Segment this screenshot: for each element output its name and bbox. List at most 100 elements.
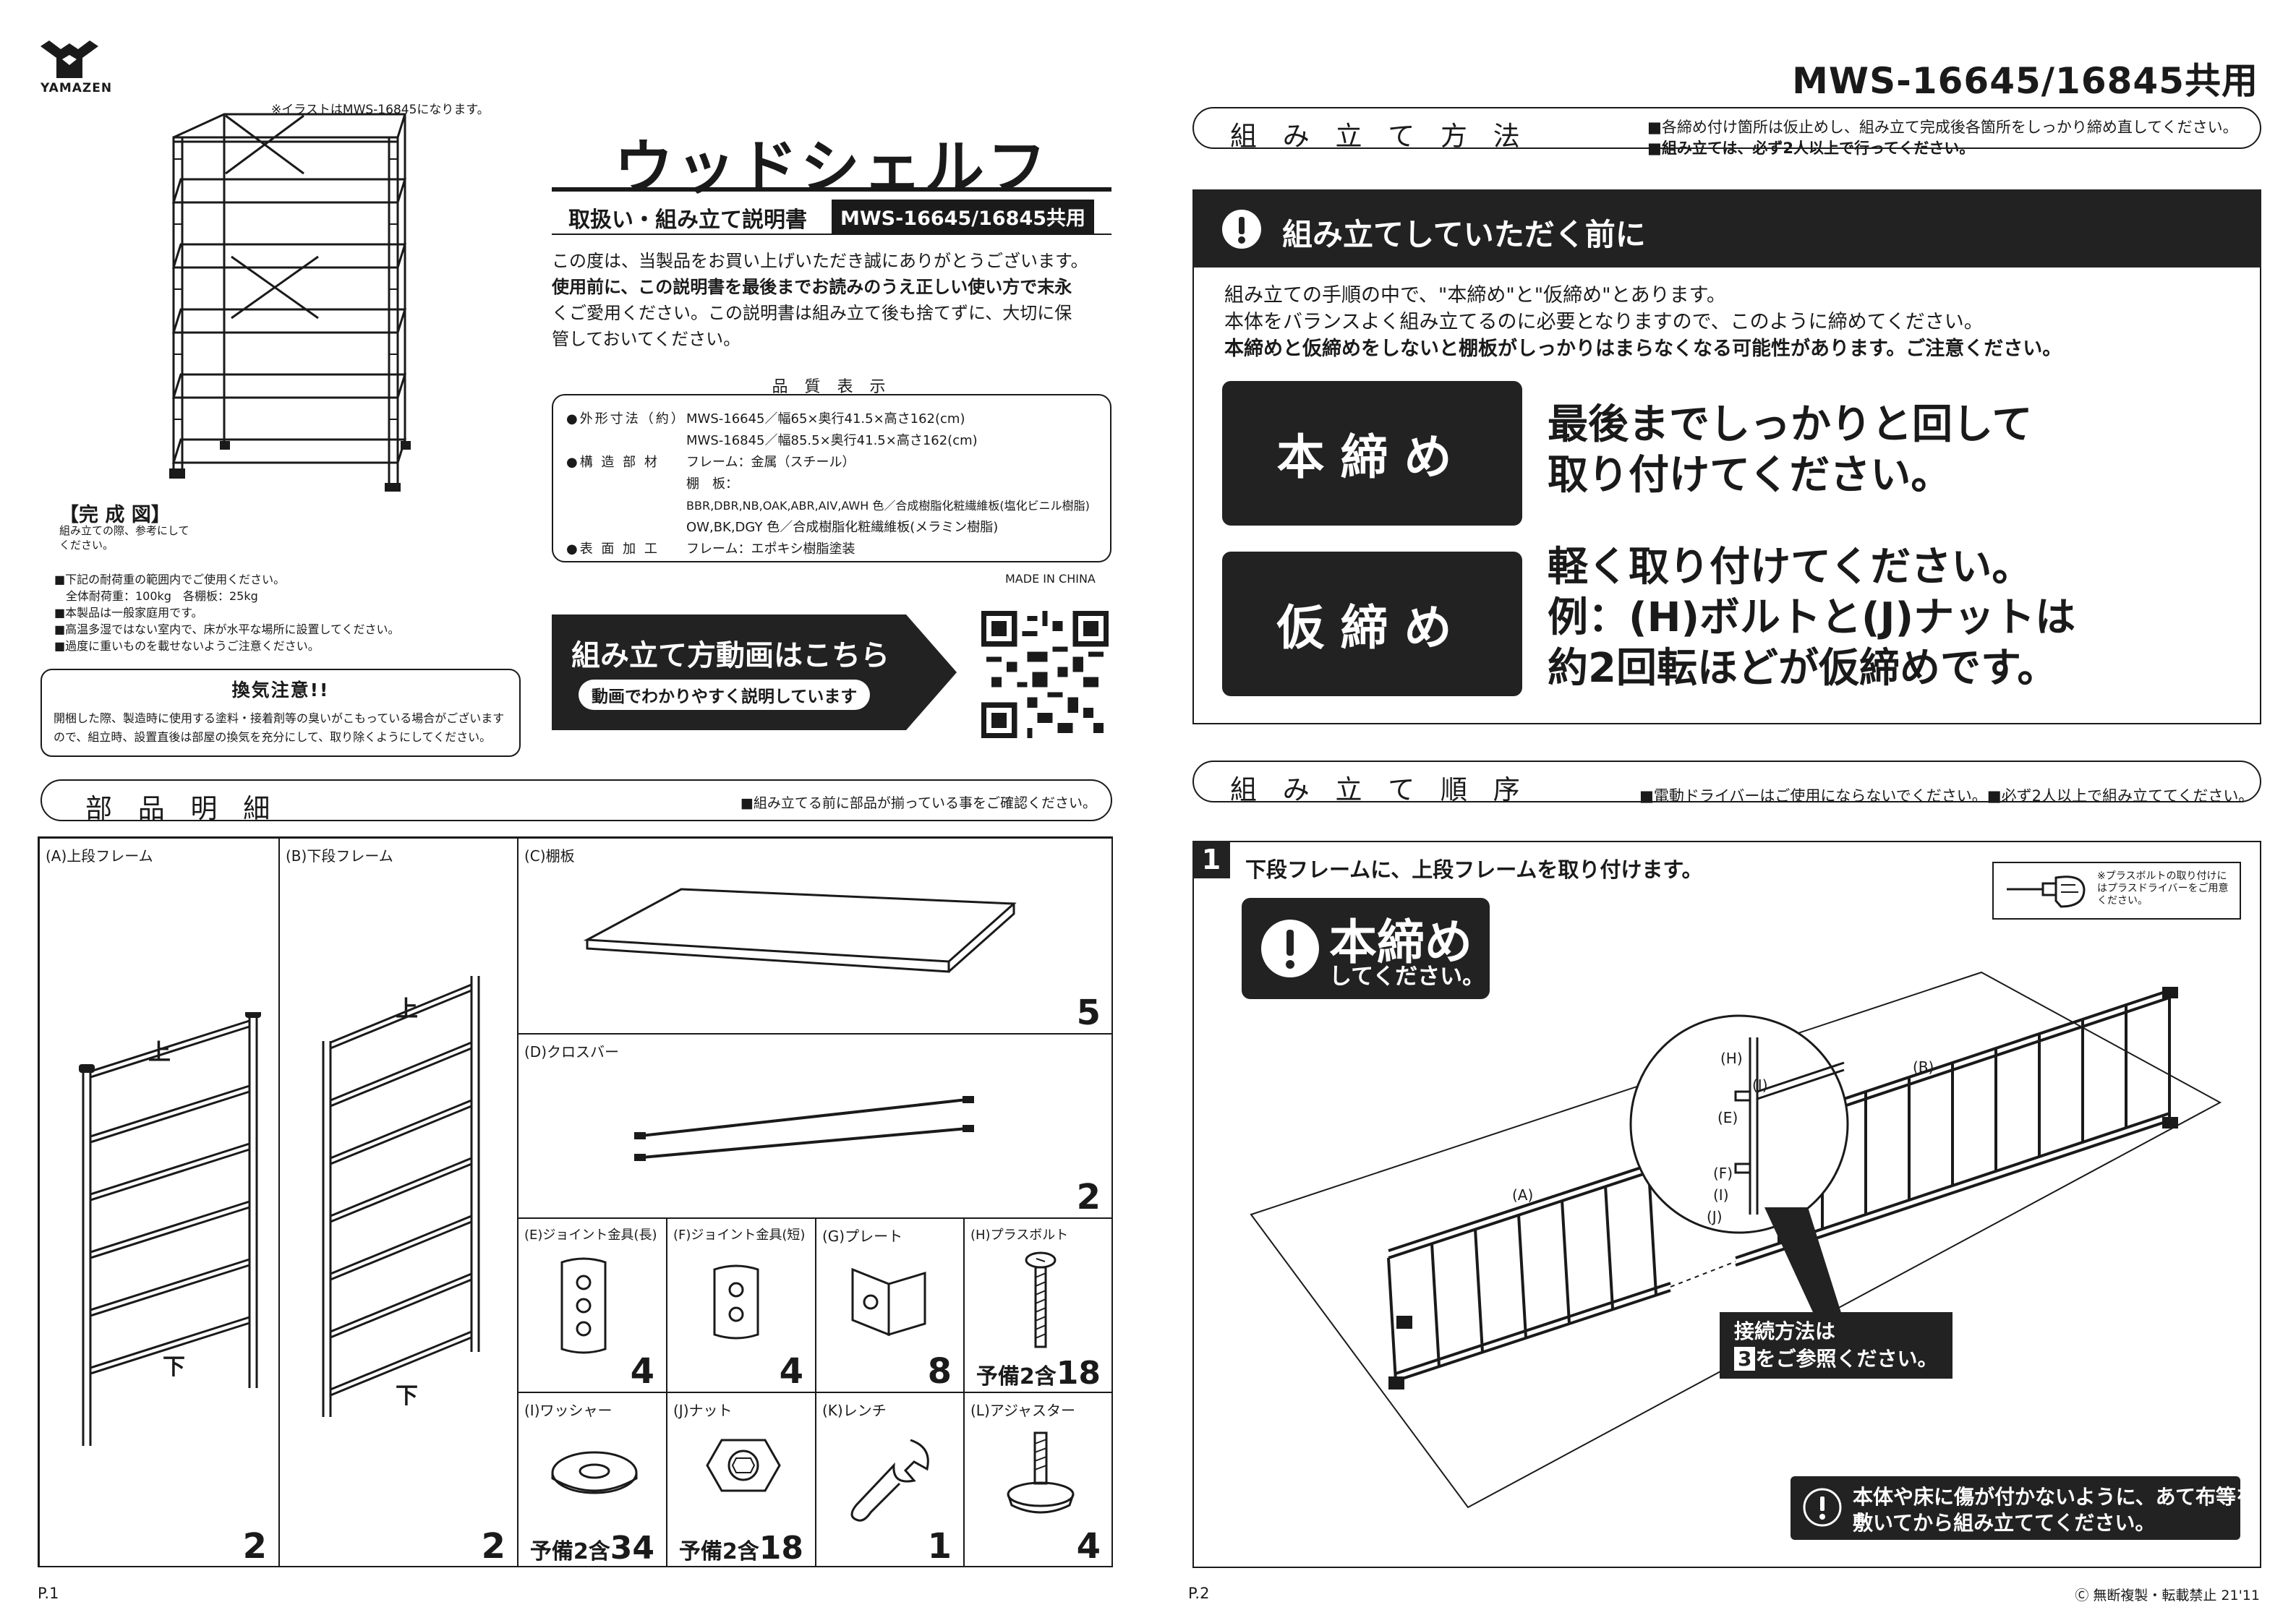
label-e: (E) <box>1717 1109 1738 1126</box>
video-title: 組み立て方動画はこちら <box>571 639 889 672</box>
washer-icon <box>551 1451 638 1494</box>
part-j: (J)ナット 予備2含18 <box>667 1392 816 1567</box>
quality-heading: 品 質 表 示 <box>772 378 892 396</box>
bolt-icon <box>1025 1251 1057 1348</box>
exclamation-icon <box>1222 210 1261 249</box>
assembly-heading: 組 み 立 て 方 法 <box>1230 121 1529 152</box>
before-header <box>1192 189 2261 267</box>
intro-text: この度は、当製品をお買い上げいただき誠にありがとうございます。 使用前に、この説… <box>552 251 1088 349</box>
label-a: (A) <box>1512 1186 1534 1204</box>
quality-row: ●外形寸法（約）MWS-16645／幅65×奥行41.5×高さ162(cm) <box>566 411 965 427</box>
part-k: (K)レンチ 1 <box>816 1392 964 1567</box>
step1-diagram <box>1250 971 2222 1509</box>
nut-icon <box>706 1439 781 1492</box>
label-b: (B) <box>1913 1058 1934 1076</box>
load-notes: ■下記の耐荷重の範囲内でご使用ください。 全体耐荷重：100kg 各棚板：25k… <box>54 573 400 653</box>
part-l: (L)アジャスター 4 <box>964 1392 1113 1567</box>
assembly-heading-bar: 組 み 立 て 方 法 <box>1192 107 2261 152</box>
assembly-notes: ■各締め付け箇所は仮止めし、組み立て完成後各箇所をしっかり締め直してください。 … <box>1647 119 2238 157</box>
page-number-1: P.1 <box>38 1585 59 1602</box>
ventilation-box: 換気注意!! 開梱した際、製造時に使用する塗料・接着剤等の臭いがこもっている場合… <box>40 669 521 757</box>
ventilation-body: 開梱した際、製造時に使用する塗料・接着剤等の臭いがこもっている場合がございます … <box>54 711 505 744</box>
page-number-2: P.2 <box>1188 1585 1210 1602</box>
part-h: (H)プラスボルト 予備2含18 <box>964 1218 1113 1392</box>
order-note: ■電動ドライバーはご使用にならないでください。■必ず2人以上で組み立ててください… <box>1639 787 2254 805</box>
part-c: (C)棚板 5 <box>518 838 1113 1034</box>
title-rule <box>552 187 1111 192</box>
label-i: (I) <box>1713 1186 1729 1204</box>
tighten-badge-main: 本締め <box>1329 915 1472 970</box>
part-d: (D)クロスバー 2 <box>518 1034 1113 1218</box>
product-title: ウッドシェルフ <box>613 134 1049 202</box>
parts-heading-bar: 部 品 明 細 ■組み立てる前に部品が揃っている事をご確認ください。 <box>40 779 1112 824</box>
shelf-board-drawing <box>583 888 1017 973</box>
made-in: MADE IN CHINA <box>1005 572 1096 586</box>
model-number: MWS-16645/16845共用 <box>1792 60 2258 102</box>
copyright: Ⓒ 無断複製・転載禁止 21'11 <box>2075 1588 2260 1603</box>
tool-note-text: ※プラスボルトの取り付けにはプラスドライバーをご用意ください。 <box>2097 870 2229 907</box>
floor-note-text: 本体や床に傷が付かないように、あて布等を 敷いてから組み立ててください。 <box>1853 1485 2257 1535</box>
step-number: 1 <box>1192 841 1230 878</box>
complete-title: 【完 成 図】 <box>59 504 171 526</box>
complete-note: 組み立ての際、参考にしてください。 <box>59 524 189 552</box>
step-box <box>1192 841 2261 1568</box>
frame-bottom-label: 下 <box>396 1383 418 1409</box>
quality-row: BBR,DBR,NB,OAK,ABR,AIV,AWH 色／合成樹脂化粧繊維板(塩… <box>686 499 1090 513</box>
tighten-badge-sub: してください。 <box>1329 964 1485 990</box>
part-a: (A)上段フレーム 上 下 2 <box>39 838 279 1567</box>
label-j: (J) <box>1707 1208 1723 1225</box>
subtitle-rule <box>552 234 1111 235</box>
part-i: (I)ワッシャー 予備2含34 <box>518 1392 667 1567</box>
qr-code-icon[interactable] <box>981 611 1109 738</box>
parts-heading: 部 品 明 細 <box>85 793 279 824</box>
quality-row: ●表 面 加 工フレーム：エポキシ樹脂塗装 <box>566 541 855 557</box>
part-g: (G)プレート 8 <box>816 1218 964 1392</box>
kari-shime-desc: 軽く取り付けてください。 例：(H)ボルトと(J)ナットは 約2回転ほどが仮締め… <box>1548 544 2076 692</box>
part-e: (E)ジョイント金具(長) 4 <box>518 1218 667 1392</box>
frame-top-label: 上 <box>148 1040 171 1066</box>
wrench-icon <box>850 1439 929 1522</box>
screwdriver-hand-icon <box>2007 875 2086 908</box>
joint-long-icon <box>560 1257 607 1354</box>
plate-icon <box>851 1267 926 1337</box>
video-subtitle: 動画でわかりやすく説明しています <box>579 680 871 710</box>
shelf-illustration <box>169 113 411 492</box>
joint-short-icon <box>713 1264 759 1340</box>
parts-box: (A)上段フレーム 上 下 2 (B)下段フレーム <box>38 836 1113 1567</box>
exclamation-icon <box>1803 1488 1842 1527</box>
yamazen-logo-icon <box>40 40 98 78</box>
quality-row: OW,BK,DGY 色／合成樹脂化粧繊維板(メラミン樹脂) <box>686 520 999 535</box>
parts-note: ■組み立てる前に部品が揃っている事をご確認ください。 <box>740 795 1096 811</box>
cross-bar-drawing <box>634 1096 974 1161</box>
part-b: (B)下段フレーム 上 下 2 <box>279 838 518 1567</box>
part-f: (F)ジョイント金具(短) 4 <box>667 1218 816 1392</box>
quality-row: ●構 造 部 材フレーム：金属（スチール） <box>566 455 855 470</box>
kari-shime-label: 仮締め <box>1222 552 1522 696</box>
illustration-note: ※イラストはMWS-16845になります。 <box>271 103 490 117</box>
label-i: (I) <box>1752 1076 1768 1094</box>
upper-frame-drawing <box>79 1012 261 1446</box>
lower-frame-drawing <box>322 976 480 1417</box>
ventilation-title: 換気注意!! <box>231 680 330 701</box>
tool-note-box <box>1992 862 2241 920</box>
order-heading-bar: 組 み 立 て 順 序 <box>1192 761 2261 805</box>
exclamation-icon <box>1261 920 1319 977</box>
before-title: 組み立てしていただく前に <box>1282 217 1646 252</box>
logo-text: YAMAZEN <box>40 81 113 95</box>
label-h: (H) <box>1720 1050 1743 1067</box>
order-heading: 組 み 立 て 順 序 <box>1230 774 1529 805</box>
frame-top-label: 上 <box>396 996 418 1022</box>
quality-row: 棚 板： <box>686 476 738 492</box>
quality-box: ●外形寸法（約）MWS-16645／幅65×奥行41.5×高さ162(cm) M… <box>552 394 1111 562</box>
hon-shime-desc: 最後までしっかりと回して 取り付けてください。 <box>1548 401 2033 499</box>
label-f: (F) <box>1713 1165 1733 1182</box>
step-text: 下段フレームに、上段フレームを取り付けます。 <box>1245 857 1703 882</box>
floor-note-box <box>1791 1476 2240 1540</box>
before-body: 組み立ての手順の中で、"本締め"と"仮締め"とあります。 本体をバランスよく組み… <box>1224 284 2062 360</box>
manual-subtitle: 取扱い・組み立て説明書 <box>568 207 807 233</box>
hon-shime-label: 本締め <box>1222 381 1522 526</box>
yamazen-logo: YAMAZEN <box>40 40 113 95</box>
quality-row: MWS-16845／幅85.5×奥行41.5×高さ162(cm) <box>686 433 978 448</box>
model-badge: MWS-16645/16845共用 <box>832 200 1095 234</box>
